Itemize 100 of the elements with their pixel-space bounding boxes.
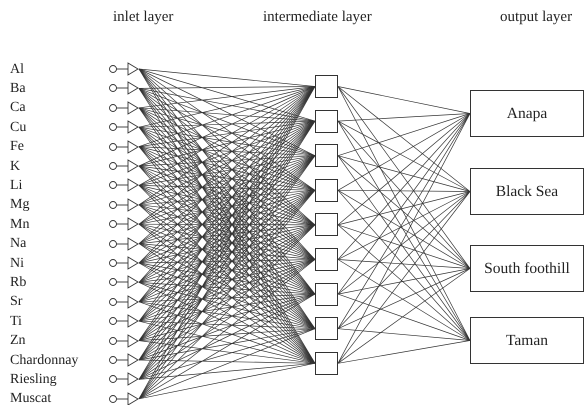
input-label: Al [10,60,24,78]
input-label: Ni [10,254,24,272]
connection-line [138,243,316,330]
connection-line [338,113,470,122]
connection-line [338,86,470,192]
connection-line [138,120,316,206]
layer-title: inlet layer [113,8,174,26]
connection-line [138,294,316,400]
connection-line [338,190,470,192]
input-label: Li [10,176,22,194]
hidden-neuron-box [315,110,338,133]
hidden-neuron-box [315,213,338,236]
connection-line [138,68,316,156]
connection-line [138,294,316,380]
connection-line [138,328,316,360]
connection-line [338,191,470,294]
connection-line [138,86,316,108]
input-label: Mn [10,216,30,233]
output-box [470,317,584,364]
connection-line [138,190,316,244]
connection-line [138,224,316,244]
output-box [470,245,584,292]
output-label: Taman [506,332,548,350]
input-label: Mg [10,196,30,214]
hidden-neuron-box [315,75,338,98]
connection-line [138,328,316,341]
connection-line [338,113,470,226]
connection-line [138,166,316,191]
connection-line [138,362,316,400]
connection-line [338,86,470,269]
connection-line [338,340,470,364]
connection-line [138,259,316,283]
connection-line [138,301,316,364]
connection-line [138,362,316,380]
connection-line [338,191,470,226]
connection-line [338,113,470,294]
output-label: Anapa [506,104,548,122]
hidden-neuron-box [315,248,338,271]
hidden-neuron-box [315,178,338,202]
layer-title: output layer [500,8,572,26]
connection-line [138,294,316,341]
input-label: Sr [10,293,22,310]
connection-line [138,155,316,206]
connection-line [138,146,316,156]
input-label: Muscat [10,390,52,405]
hidden-neuron-box [315,282,338,306]
layer-title: intermediate layer [263,8,372,26]
input-label: Cu [10,118,26,136]
connection-line [338,113,470,156]
hidden-neuron-box [315,352,338,375]
connection-line [138,126,316,156]
connection-line [338,294,470,341]
connection-line [138,88,316,122]
input-label: K [10,158,20,174]
output-box [470,168,584,215]
output-label: Black Sea [496,182,558,200]
input-label: Rb [10,274,26,291]
connection-line [138,301,316,330]
connection-line [138,328,316,400]
connection-line [138,243,316,294]
input-label: Ca [10,99,26,116]
connection-line [138,224,316,283]
connection-line [138,155,316,186]
input-label: Chardonnay [10,352,78,368]
input-label: Ba [10,80,26,97]
connection-line [138,320,316,364]
connection-line [338,224,470,269]
connection-line [138,126,316,191]
connection-line [138,224,316,226]
input-label: Na [10,235,26,252]
connection-line [338,155,470,269]
output-box [470,90,584,137]
connection-line [138,204,316,294]
input-label: Riesling [10,370,57,388]
connection-line [138,146,316,191]
input-label: Fe [10,138,24,156]
output-label: South foothill [484,260,570,278]
connection-line [338,268,470,294]
hidden-neuron-box [315,144,338,168]
input-label: Zn [10,332,26,350]
connection-line [338,268,470,330]
connection-line [138,320,316,330]
connection-line [138,68,316,191]
connection-line [138,155,316,166]
connection-line [138,120,316,166]
connection-line [338,155,470,192]
connection-line [338,86,470,114]
connection-line [338,259,470,341]
connection-line [138,328,316,380]
connection-line [138,259,316,302]
connection-line [338,259,470,269]
connection-line [138,68,316,122]
connection-line [338,224,470,341]
connection-line [338,328,470,341]
hidden-neuron-box [315,317,338,340]
connection-line [338,155,470,341]
connection-line [138,262,316,330]
input-label: Ti [10,312,22,330]
connection-line [138,259,316,341]
connection-line [338,268,470,364]
